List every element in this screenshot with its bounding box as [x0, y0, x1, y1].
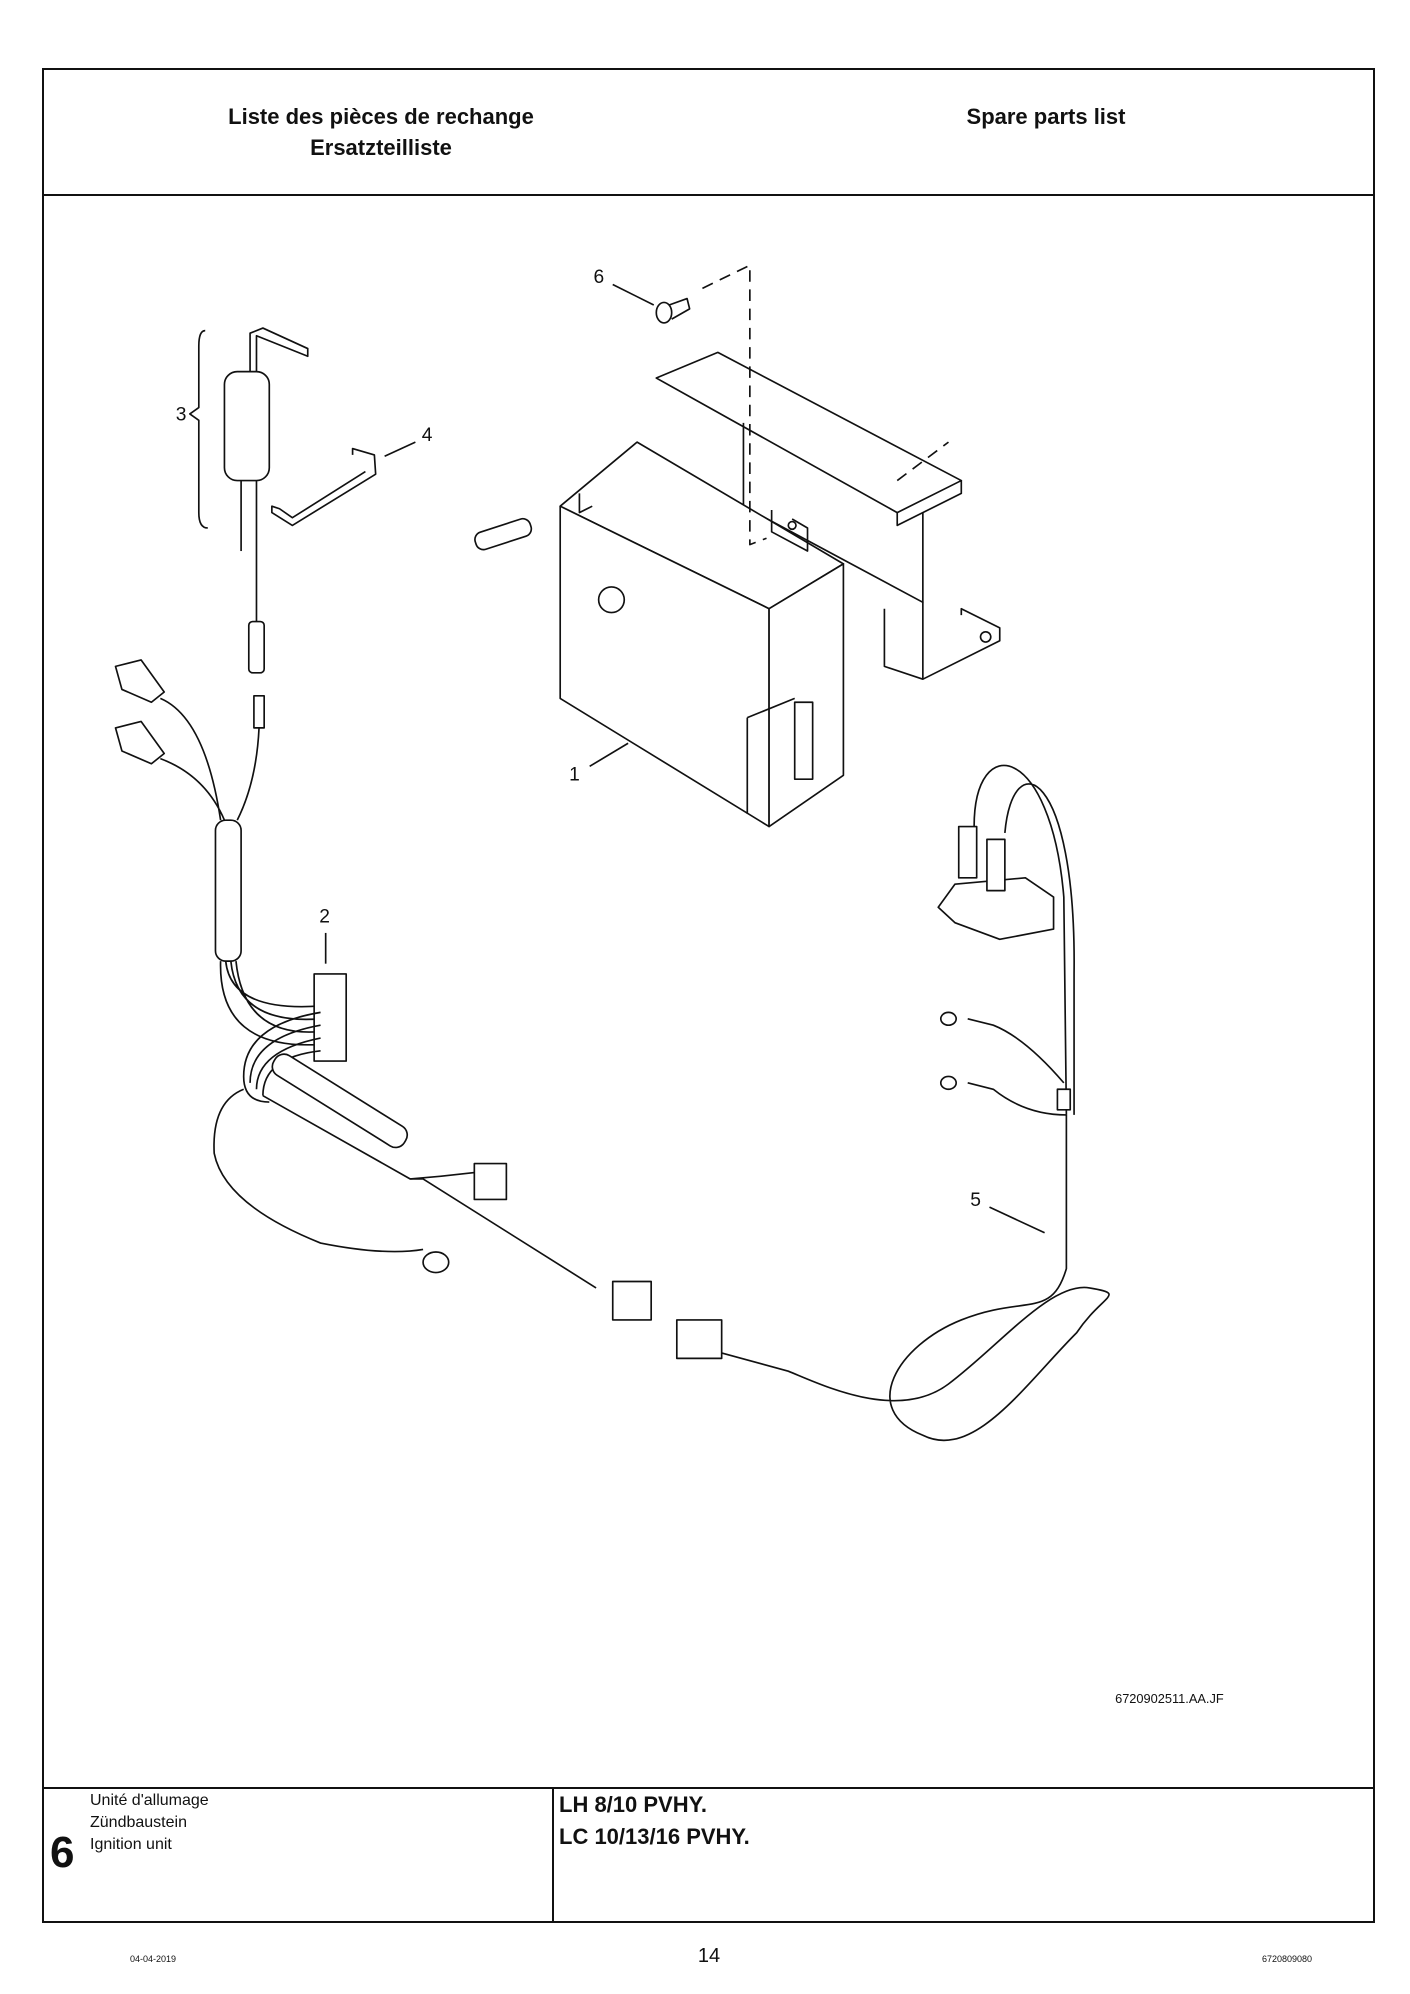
wiring-harness-part-2: [114, 659, 653, 1321]
ignition-electrode-part-3: [189, 327, 533, 674]
screw-part-6: [655, 297, 691, 324]
callout-arrows: [324, 283, 1045, 1234]
page-number: 14: [697, 1945, 721, 1967]
model-line-2: LC 10/13/16 PVHY.: [559, 1824, 750, 1849]
header-divider: [42, 194, 1375, 196]
section-number: 6: [50, 1828, 75, 1877]
title-french: Liste des pièces de rechange: [228, 104, 534, 129]
title-german: Ersatzteilliste: [310, 135, 452, 160]
figure-code: 6720902511.AA.JF: [1115, 1691, 1224, 1706]
page-frame: [42, 68, 1375, 1923]
title-english: Spare parts list: [966, 104, 1126, 129]
description-german: Zündbaustein: [90, 1814, 187, 1831]
retaining-clip-part-4: [271, 447, 377, 527]
footer-column-divider: [552, 1787, 554, 1923]
callout-1: 1: [569, 764, 580, 785]
model-line-1: LH 8/10 PVHY.: [559, 1792, 707, 1817]
callout-3: 3: [176, 404, 187, 425]
callout-2: 2: [319, 907, 330, 928]
callout-5: 5: [970, 1190, 981, 1211]
description-english: Ignition unit: [90, 1836, 172, 1853]
callout-4: 4: [422, 425, 433, 446]
mounting-bracket: [655, 351, 1001, 681]
callout-6: 6: [594, 267, 605, 288]
document-code: 6720809080: [1262, 1954, 1313, 1964]
description-french: Unité d'allumage: [90, 1792, 209, 1809]
page-date: 04-04-2019: [130, 1954, 177, 1964]
footer-divider: [42, 1787, 1375, 1789]
control-box-part-1: [559, 441, 845, 828]
sensor-harness-part-5: [675, 764, 1110, 1442]
